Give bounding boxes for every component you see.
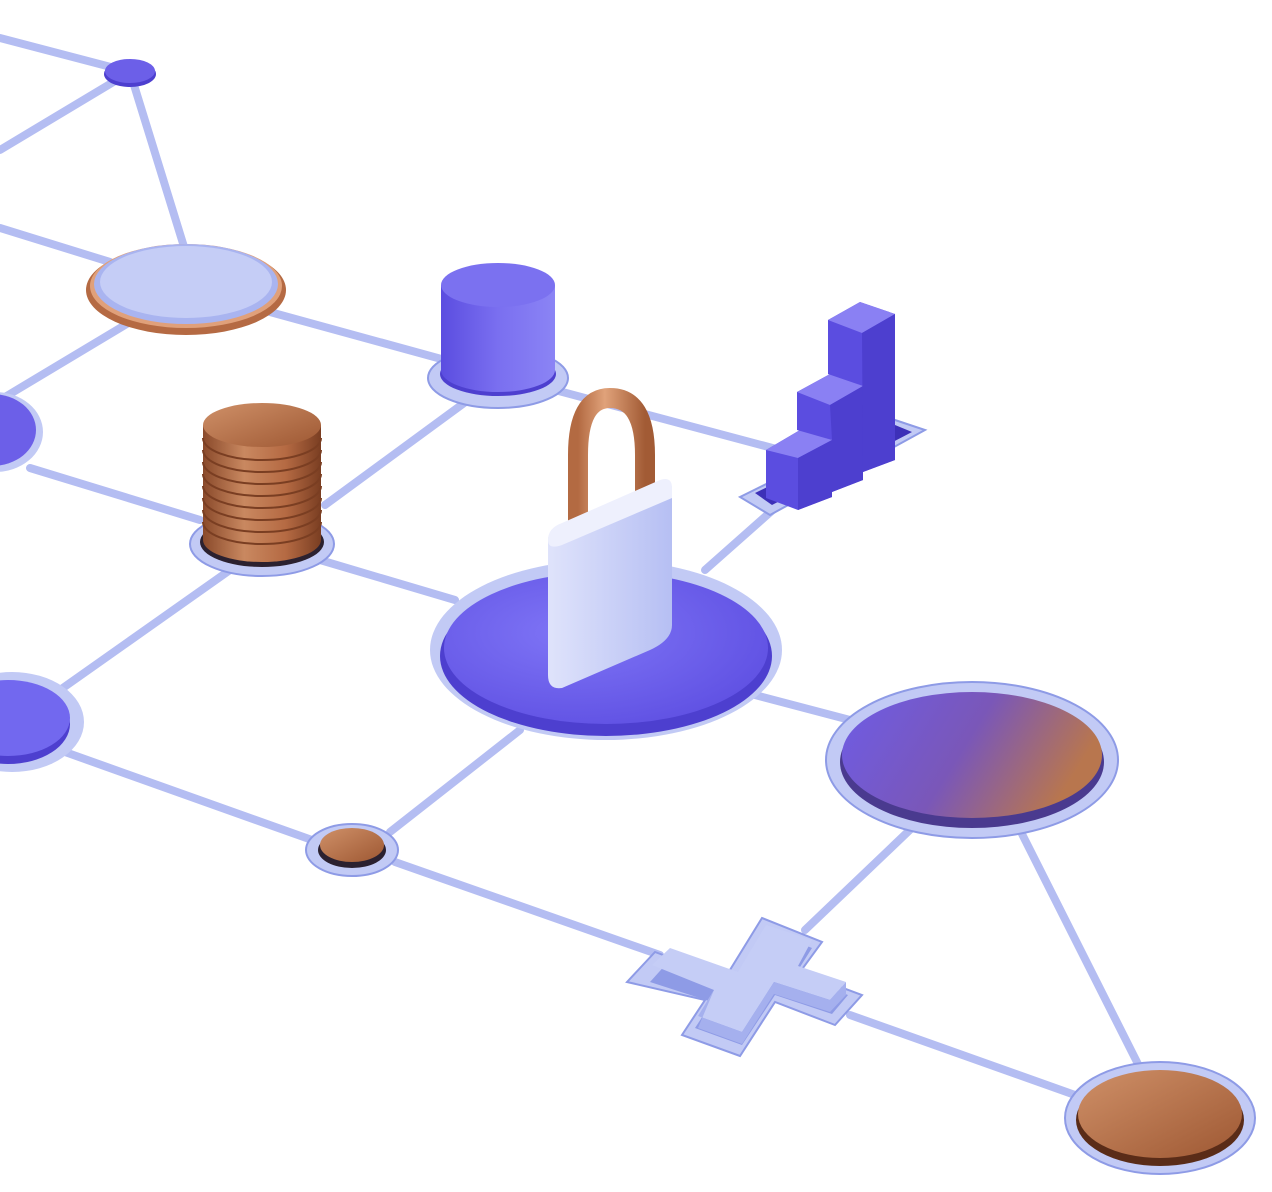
bar-chart-node — [737, 302, 928, 517]
padlock-node — [430, 387, 782, 740]
partial-violet-node-left — [0, 392, 43, 472]
lavender-disc-node — [86, 244, 286, 335]
gradient-disc-node — [825, 681, 1119, 839]
connection-lines — [0, 34, 1144, 1099]
violet-cylinder-node — [427, 263, 569, 409]
small-violet-node — [104, 59, 156, 87]
copper-dot-node — [305, 823, 399, 877]
copper-disc-node — [1064, 1061, 1256, 1175]
partial-violet-node-lower — [0, 672, 84, 772]
coin-stack-node — [189, 403, 335, 577]
plus-node — [625, 916, 864, 1058]
